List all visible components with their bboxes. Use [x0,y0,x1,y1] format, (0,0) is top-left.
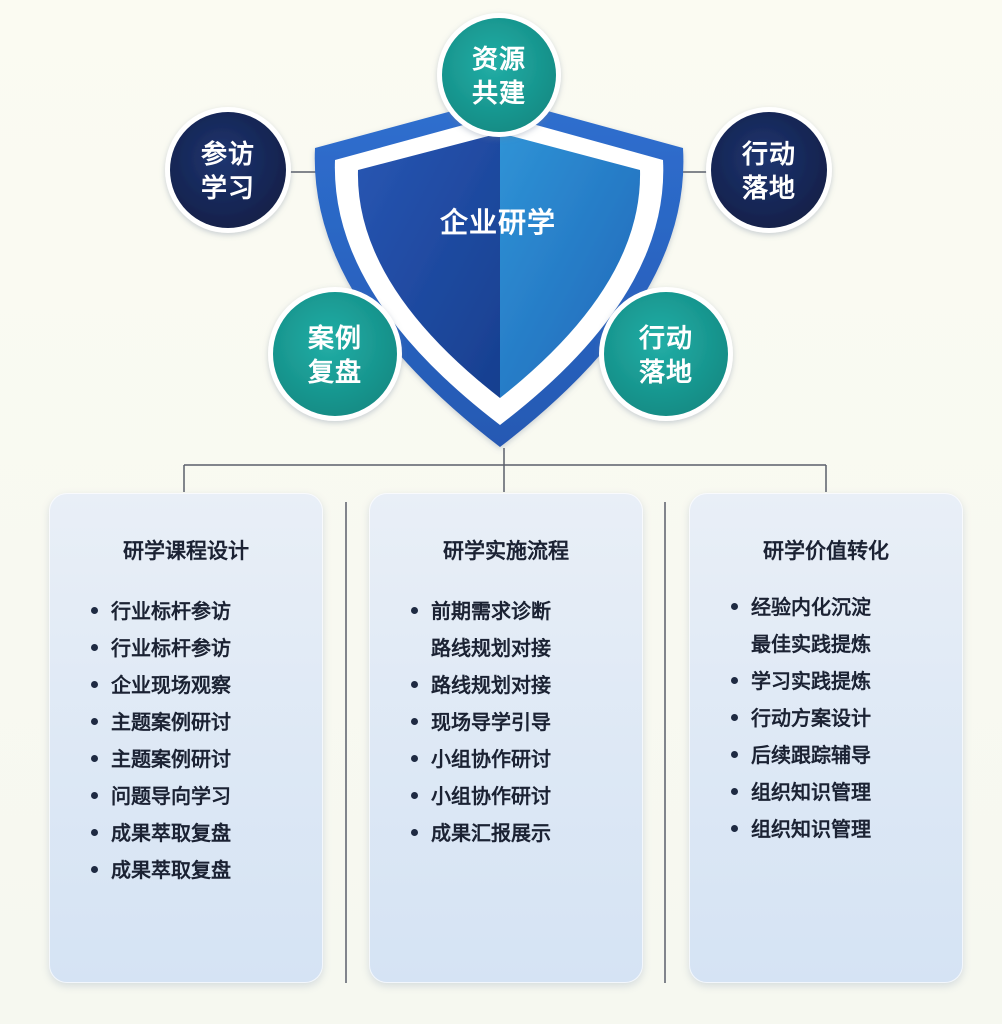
list-item: 问题导向学习 [89,778,313,815]
list-item-text: 小组协作研讨 [431,747,551,771]
node-left-lower-line2: 复盘 [307,358,362,388]
node-top-line1: 资源 [471,45,526,75]
node-top-line2: 共建 [471,79,526,109]
tree-connectors [183,448,827,983]
node-right-upper-line1: 行动 [741,140,796,170]
list-item: 路线规划对接 [409,667,633,704]
list-item-text: 经验内化沉淀 [751,595,871,619]
list-item-text: 问题导向学习 [111,784,231,808]
node-left-upper-line1: 参访 [200,140,255,170]
list-item-text: 现场导学引导 [431,710,551,734]
shield-icon [314,98,684,447]
list-item: 小组协作研讨 [409,778,633,815]
list-item: 前期需求诊断 路线规划对接 [409,593,633,667]
list-item-text: 组织知识管理 [751,780,871,804]
list-item-text: 行动方案设计 [751,706,871,730]
list-item-text: 成果萃取复盘 [111,821,231,845]
list-item-text: 学习实践提炼 [751,669,871,693]
card-implementation-process: 研学实施流程 前期需求诊断 路线规划对接 路线规划对接 现场导学引导 小组协作研… [369,493,643,983]
node-left-lower-label: 案例 复盘 [265,322,405,390]
list-item-text: 企业现场观察 [111,673,231,697]
node-right-lower-label: 行动 落地 [596,322,736,390]
list-item: 企业现场观察 [89,667,313,704]
list-item-text: 主题案例研讨 [111,710,231,734]
core-title: 企业研学 [439,206,556,239]
card-course-design: 研学课程设计 行业标杆参访 行业标杆参访 企业现场观察 主题案例研讨 主题案例研… [49,493,323,983]
list-item: 主题案例研讨 [89,704,313,741]
list-item-text: 行业标杆参访 [111,599,231,623]
list-item: 经验内化沉淀 最佳实践提炼 [729,589,953,663]
list-item-text: 路线规划对接 [431,673,551,697]
list-item-text: 前期需求诊断 [431,599,551,623]
list-item: 组织知识管理 [729,811,953,848]
card-list: 经验内化沉淀 最佳实践提炼 学习实践提炼 行动方案设计 后续跟踪辅导 组织知识管… [729,589,953,848]
node-right-lower-line1: 行动 [638,324,693,354]
list-item-text: 后续跟踪辅导 [751,743,871,767]
node-top-label: 资源 共建 [429,43,569,111]
card-title: 研学实施流程 [443,539,569,563]
list-item-text: 组织知识管理 [751,817,871,841]
list-item-subtext: 路线规划对接 [431,636,551,660]
list-item-subtext: 最佳实践提炼 [751,632,871,656]
node-left-lower-line1: 案例 [307,324,362,354]
list-item: 主题案例研讨 [89,741,313,778]
node-left-upper-line2: 学习 [200,174,255,204]
list-item: 成果萃取复盘 [89,852,313,889]
list-item-text: 主题案例研讨 [111,747,231,771]
list-item-text: 成果萃取复盘 [111,858,231,882]
list-item: 小组协作研讨 [409,741,633,778]
list-item: 行业标杆参访 [89,630,313,667]
list-item-text: 成果汇报展示 [431,821,551,845]
list-item: 行业标杆参访 [89,593,313,630]
list-item: 学习实践提炼 [729,663,953,700]
node-right-lower-line2: 落地 [638,358,693,388]
list-item-text: 小组协作研讨 [431,784,551,808]
node-right-upper-line2: 落地 [741,174,796,204]
list-item: 后续跟踪辅导 [729,737,953,774]
list-item: 组织知识管理 [729,774,953,811]
list-item: 成果汇报展示 [409,815,633,852]
list-item: 现场导学引导 [409,704,633,741]
list-item: 行动方案设计 [729,700,953,737]
card-list: 前期需求诊断 路线规划对接 路线规划对接 现场导学引导 小组协作研讨 小组协作研… [409,593,633,852]
card-title: 研学课程设计 [123,539,249,563]
node-left-upper-label: 参访 学习 [158,138,298,206]
card-title: 研学价值转化 [763,539,889,563]
list-item-text: 行业标杆参访 [111,636,231,660]
list-item: 成果萃取复盘 [89,815,313,852]
node-right-upper-label: 行动 落地 [699,138,839,206]
card-list: 行业标杆参访 行业标杆参访 企业现场观察 主题案例研讨 主题案例研讨 问题导向学… [89,593,313,889]
card-value-transformation: 研学价值转化 经验内化沉淀 最佳实践提炼 学习实践提炼 行动方案设计 后续跟踪辅… [689,493,963,983]
